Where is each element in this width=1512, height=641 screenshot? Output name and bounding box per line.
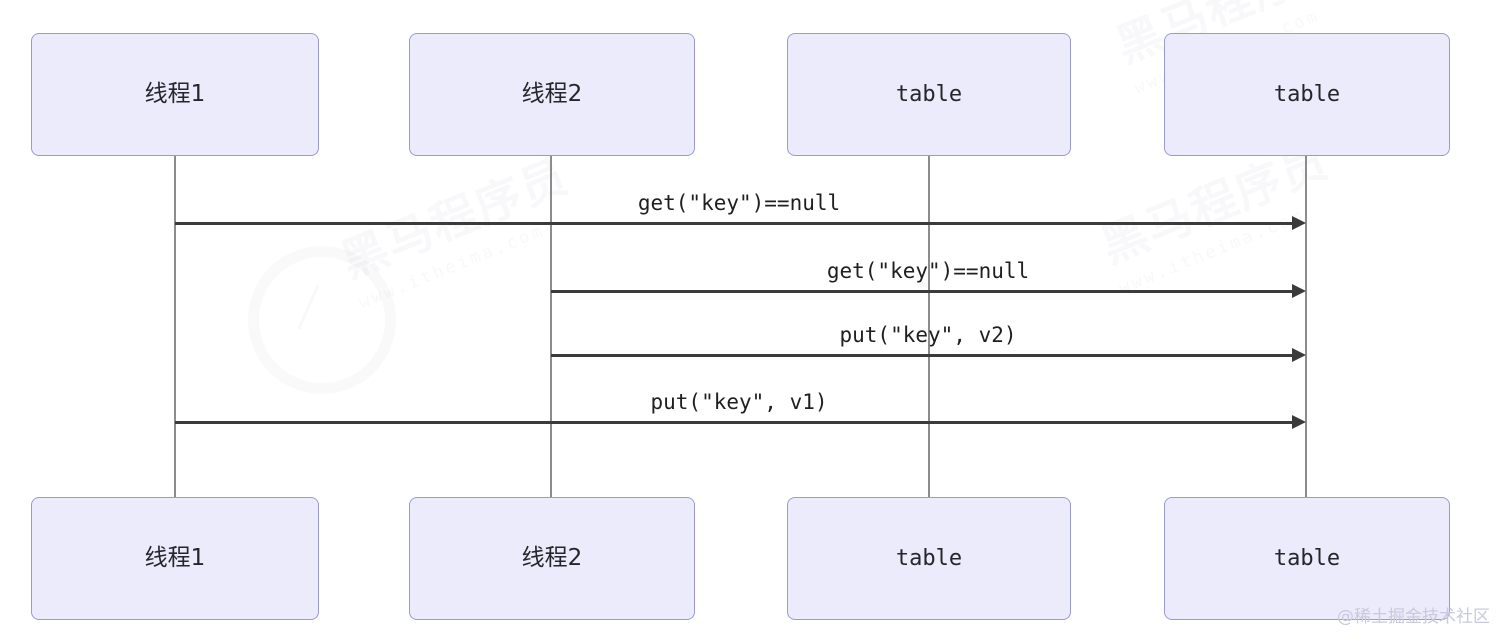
message-label: put("key", v2) — [839, 323, 1017, 347]
participant-label: 线程2 — [521, 81, 583, 107]
participant-head-线程1[interactable]: 线程1 — [31, 33, 319, 156]
watermark-credit: @稀土掘金技术社区 — [1337, 607, 1490, 627]
participant-label: table — [895, 81, 963, 107]
message-line — [551, 354, 1292, 357]
participant-label: table — [1273, 545, 1341, 571]
participant-label: 线程1 — [144, 81, 206, 107]
message-line — [551, 290, 1292, 293]
lifeline-table-4 — [1305, 156, 1307, 497]
message-label: get("key")==null — [637, 191, 841, 215]
participant-foot-线程2[interactable]: 线程2 — [409, 497, 695, 620]
arrowhead-icon — [1292, 216, 1306, 230]
watermark-diagonal-sub-text: www.itheima.com — [1116, 205, 1308, 299]
participant-foot-table-4[interactable]: table — [1164, 497, 1450, 620]
lifeline-线程1 — [174, 156, 176, 497]
participant-label: 线程1 — [144, 545, 206, 571]
participant-head-线程2[interactable]: 线程2 — [409, 33, 695, 156]
participant-head-table-4[interactable]: table — [1164, 33, 1450, 156]
arrowhead-icon — [1292, 415, 1306, 429]
lifeline-table-3 — [928, 156, 930, 497]
participant-head-table-3[interactable]: table — [787, 33, 1071, 156]
message-label: get("key")==null — [826, 259, 1030, 283]
participant-label: table — [1273, 81, 1341, 107]
participant-foot-线程1[interactable]: 线程1 — [31, 497, 319, 620]
watermark-logo-icon — [248, 246, 396, 394]
participant-label: table — [895, 545, 963, 571]
message-line — [175, 421, 1292, 424]
message-line — [175, 222, 1292, 225]
message-label: put("key", v1) — [650, 390, 828, 414]
arrowhead-icon — [1292, 348, 1306, 362]
participant-label: 线程2 — [521, 545, 583, 571]
participant-foot-table-3[interactable]: table — [787, 497, 1071, 620]
lifeline-线程2 — [550, 156, 552, 497]
arrowhead-icon — [1292, 284, 1306, 298]
